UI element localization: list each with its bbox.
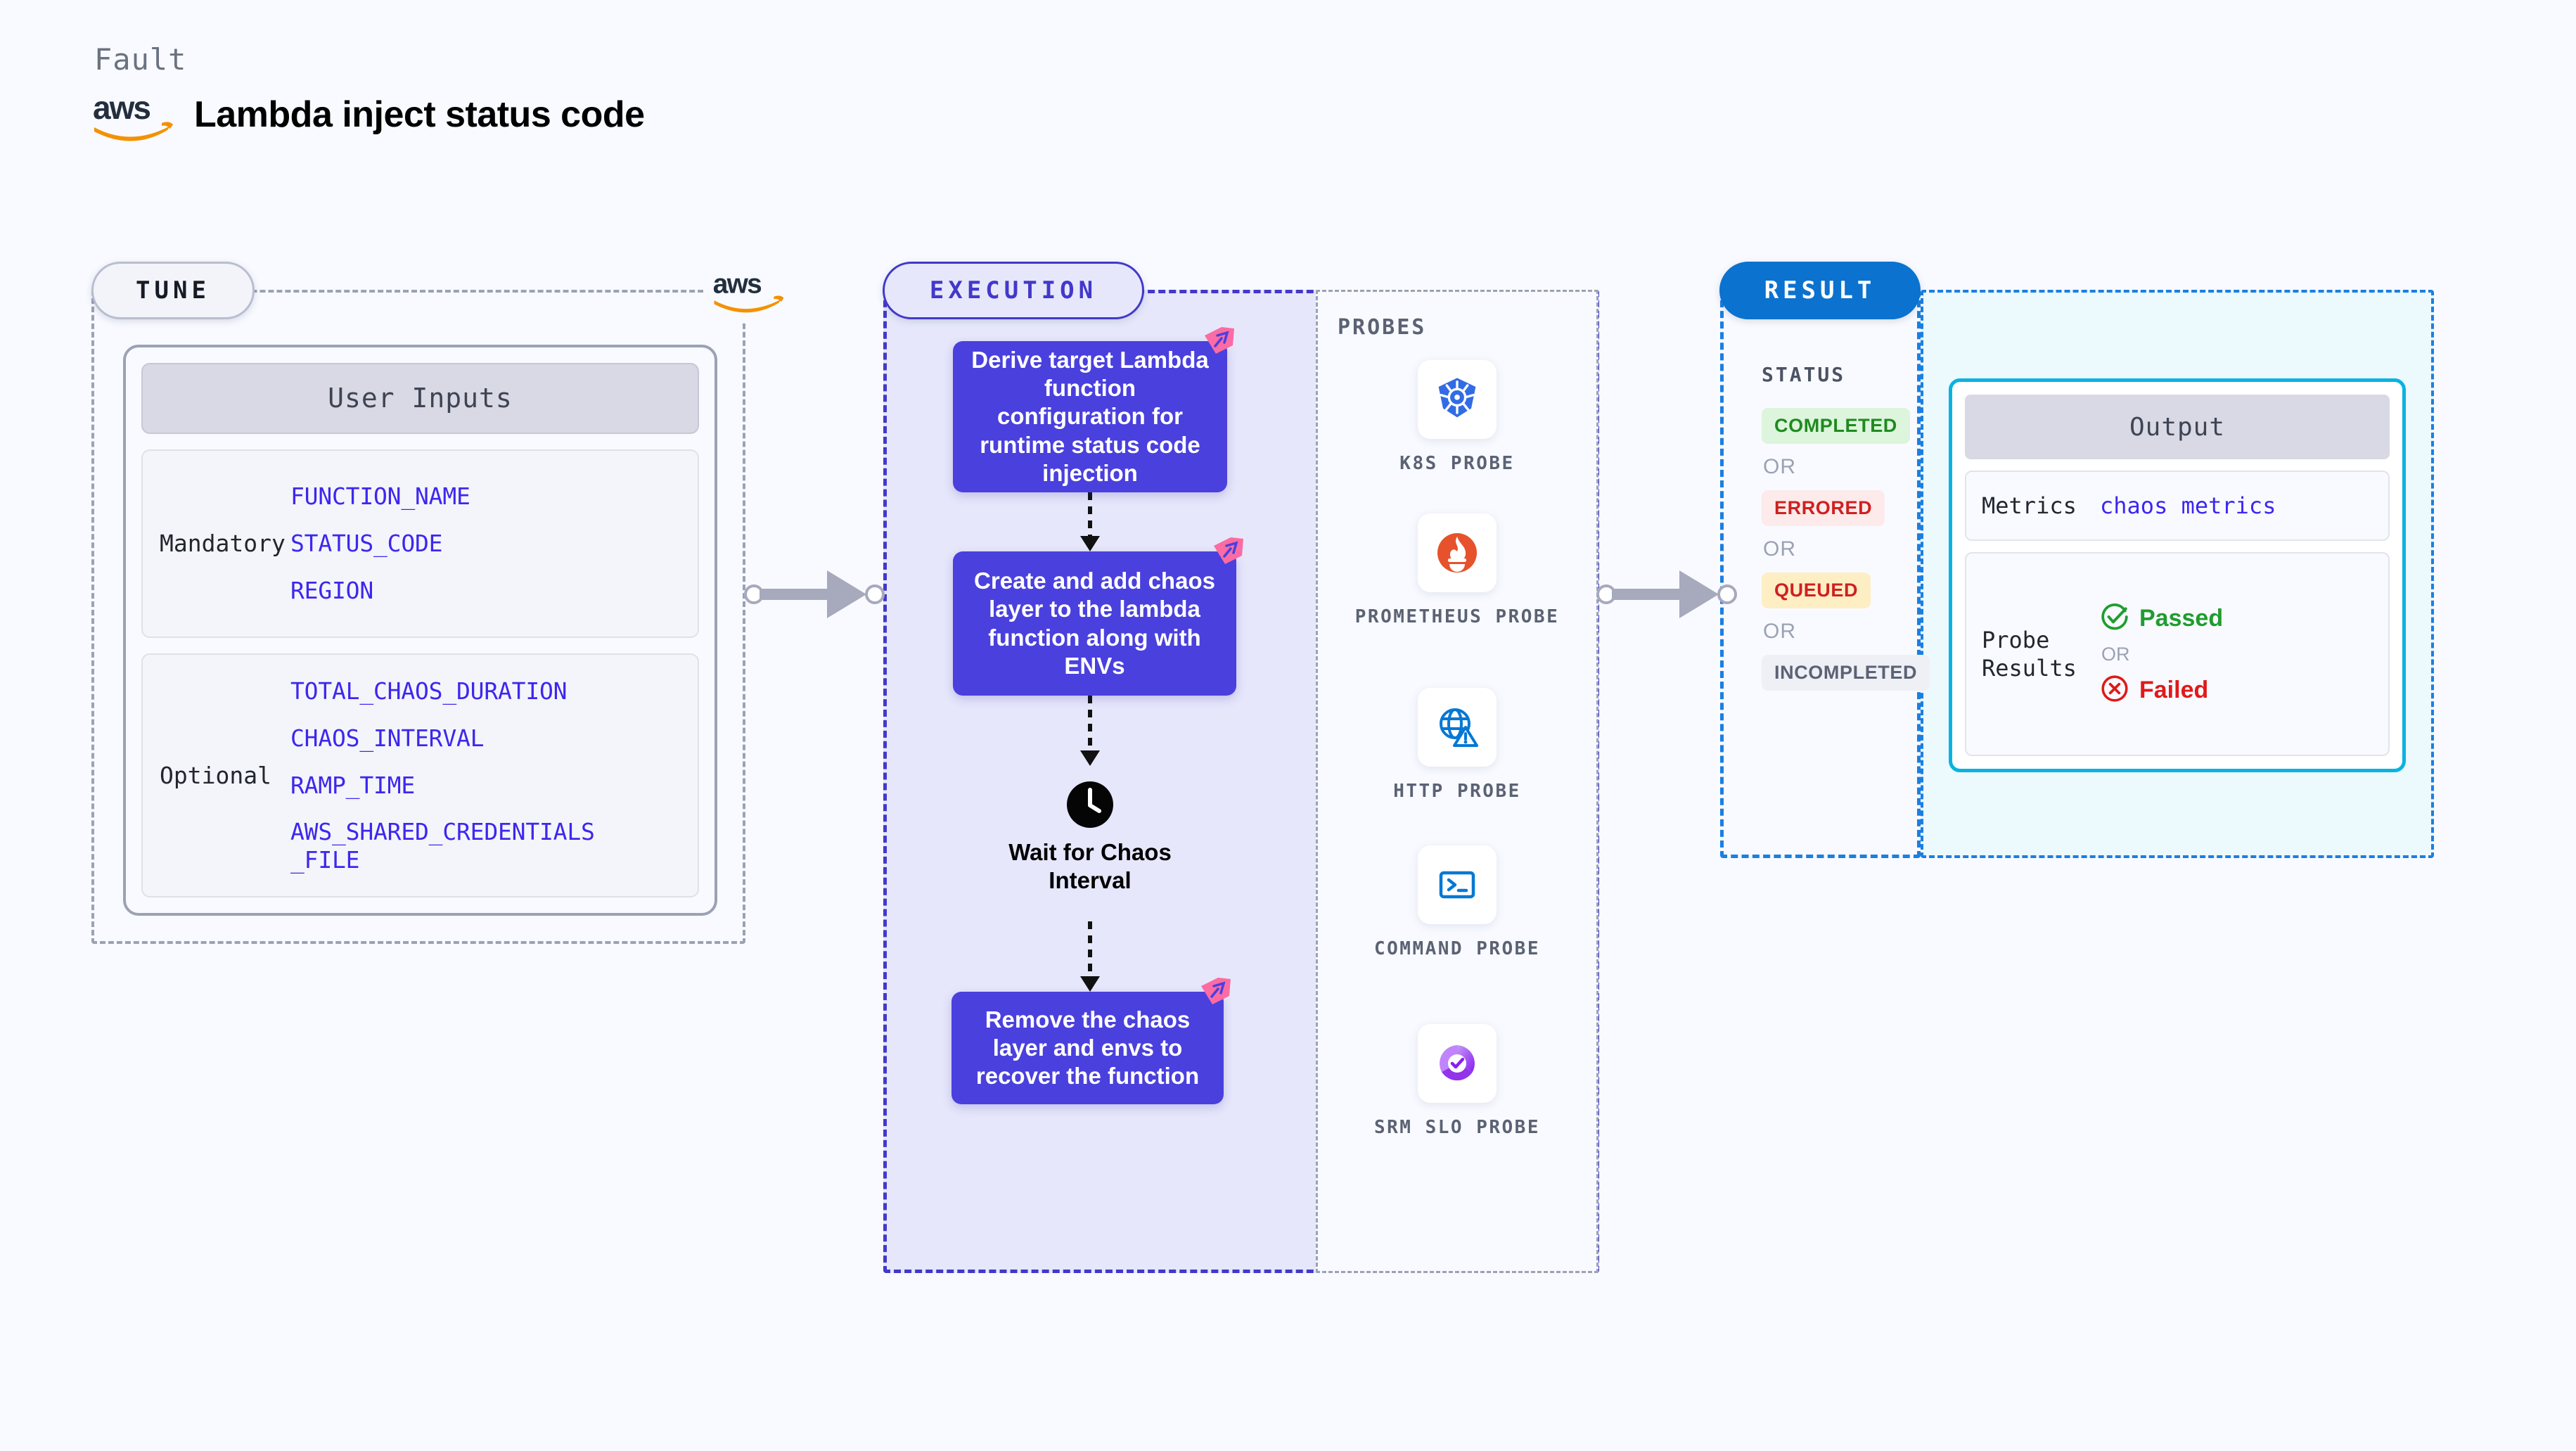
connector-execution-to-result: [1596, 570, 1737, 618]
svg-text:aws: aws: [713, 269, 762, 300]
probe-results-key: Probe Results: [1982, 627, 2077, 682]
chaos-flag-icon: [1200, 324, 1237, 361]
connector-end-dot: [1717, 584, 1737, 604]
tune-container: [91, 290, 745, 944]
probe-command[interactable]: COMMAND PROBE: [1316, 845, 1598, 961]
execution-step-1: Derive target Lambda function configurat…: [953, 327, 1234, 492]
probe-result-or: OR: [2101, 643, 2130, 665]
execution-step-2: Create and add chaos layer to the lambda…: [953, 537, 1243, 696]
output-probe-results-row: Probe Results Passed OR: [1965, 552, 2390, 756]
execution-step-3: Remove the chaos layer and envs to recov…: [951, 978, 1231, 1104]
probe-prometheus-label: PROMETHEUS PROBE: [1354, 606, 1560, 627]
param-aws-shared-credentials-file: AWS_SHARED_CREDENTIALS_FILE: [290, 817, 595, 874]
check-circle-icon: [2100, 602, 2129, 635]
connector-line: [760, 589, 844, 600]
execution-arrow-2: [1080, 696, 1100, 766]
page-header: Fault aws Lambda inject status code: [91, 42, 645, 143]
connector-end-dot: [865, 584, 885, 604]
probe-http-label: HTTP PROBE: [1393, 781, 1521, 802]
chaos-flag-icon: [1210, 535, 1246, 571]
connector-line: [1612, 589, 1696, 600]
tune-section-pill: TUNE: [91, 262, 255, 319]
wait-label: Wait for Chaos Interval: [1008, 839, 1172, 893]
fault-eyebrow: Fault: [94, 42, 187, 77]
status-badge-completed: COMPLETED: [1762, 408, 1910, 444]
optional-label: Optional: [160, 761, 271, 789]
result-section-pill: RESULT: [1719, 262, 1921, 319]
probe-result-failed: Failed: [2100, 674, 2223, 707]
chaos-flag-icon: [1197, 975, 1233, 1011]
probe-prometheus[interactable]: PROMETHEUS PROBE: [1316, 513, 1598, 629]
probe-srm-slo-label: SRM SLO PROBE: [1374, 1117, 1540, 1138]
status-or-1: OR: [1763, 455, 1796, 478]
optional-param-list: TOTAL_CHAOS_DURATION CHAOS_INTERVAL RAMP…: [290, 667, 600, 884]
execution-arrow-1: [1080, 492, 1100, 551]
x-circle-icon: [2100, 674, 2129, 707]
probe-command-label: COMMAND PROBE: [1374, 938, 1540, 959]
param-total-chaos-duration: TOTAL_CHAOS_DURATION: [290, 677, 568, 705]
status-list: COMPLETED OR ERRORED OR QUEUED OR INCOMP…: [1762, 408, 1930, 691]
mandatory-label: Mandatory: [160, 530, 286, 558]
status-badge-incompleted: INCOMPLETED: [1762, 655, 1930, 691]
page-title: Lambda inject status code: [194, 94, 645, 135]
execution-arrow-3: [1080, 921, 1100, 992]
tune-aws-logo-icon: aws: [703, 259, 795, 322]
prometheus-icon: [1418, 513, 1497, 592]
param-region: REGION: [290, 577, 374, 605]
execution-step-3-text: Remove the chaos layer and envs to recov…: [975, 1006, 1200, 1089]
aws-logo-icon: aws: [91, 87, 176, 143]
svg-text:aws: aws: [93, 89, 150, 126]
output-card: Output Metrics chaos metrics Probe Resul…: [1949, 378, 2406, 772]
probes-title: PROBES: [1338, 315, 1427, 340]
user-inputs-card: User Inputs Mandatory FUNCTION_NAME STAT…: [123, 345, 717, 916]
param-chaos-interval: CHAOS_INTERVAL: [290, 724, 485, 752]
param-function-name: FUNCTION_NAME: [290, 482, 470, 511]
status-badge-queued: QUEUED: [1762, 573, 1871, 608]
metrics-key: Metrics: [1982, 492, 2077, 519]
srm-slo-icon: [1418, 1024, 1497, 1103]
probe-srm-slo[interactable]: SRM SLO PROBE: [1316, 1024, 1598, 1140]
user-inputs-title: User Inputs: [141, 363, 699, 434]
failed-label: Failed: [2139, 676, 2209, 703]
passed-label: Passed: [2139, 604, 2224, 632]
connector-arrowhead: [1679, 570, 1719, 618]
probes-container: [1316, 290, 1598, 1273]
param-status-code: STATUS_CODE: [290, 530, 443, 558]
status-title: STATUS: [1762, 363, 1846, 386]
http-globe-icon: [1418, 688, 1497, 767]
metrics-value: chaos metrics: [2100, 492, 2276, 519]
execution-step-1-text: Derive target Lambda function configurat…: [971, 346, 1209, 486]
kubernetes-icon: [1418, 360, 1497, 439]
probe-http[interactable]: HTTP PROBE: [1316, 688, 1598, 804]
wait-for-chaos-interval: Wait for Chaos Interval: [992, 779, 1188, 894]
execution-section-pill: EXECUTION: [883, 262, 1144, 319]
connector-arrowhead: [827, 570, 866, 618]
clock-icon: [1065, 779, 1115, 830]
optional-param-group: Optional TOTAL_CHAOS_DURATION CHAOS_INTE…: [141, 653, 699, 897]
status-badge-errored: ERRORED: [1762, 490, 1885, 526]
status-or-2: OR: [1763, 537, 1796, 561]
connector-tune-to-execution: [744, 570, 885, 618]
terminal-icon: [1418, 845, 1497, 924]
mandatory-param-list: FUNCTION_NAME STATUS_CODE REGION: [290, 473, 470, 614]
probe-results-values: Passed OR Failed: [2100, 602, 2223, 707]
execution-step-2-text: Create and add chaos layer to the lambda…: [974, 568, 1215, 679]
probe-k8s[interactable]: K8S PROBE: [1316, 360, 1598, 476]
probe-result-passed: Passed: [2100, 602, 2223, 635]
output-title: Output: [1965, 395, 2390, 459]
mandatory-param-group: Mandatory FUNCTION_NAME STATUS_CODE REGI…: [141, 449, 699, 638]
status-or-3: OR: [1763, 620, 1796, 643]
param-ramp-time: RAMP_TIME: [290, 771, 416, 799]
probe-k8s-label: K8S PROBE: [1399, 453, 1515, 474]
output-metrics-row: Metrics chaos metrics: [1965, 471, 2390, 541]
